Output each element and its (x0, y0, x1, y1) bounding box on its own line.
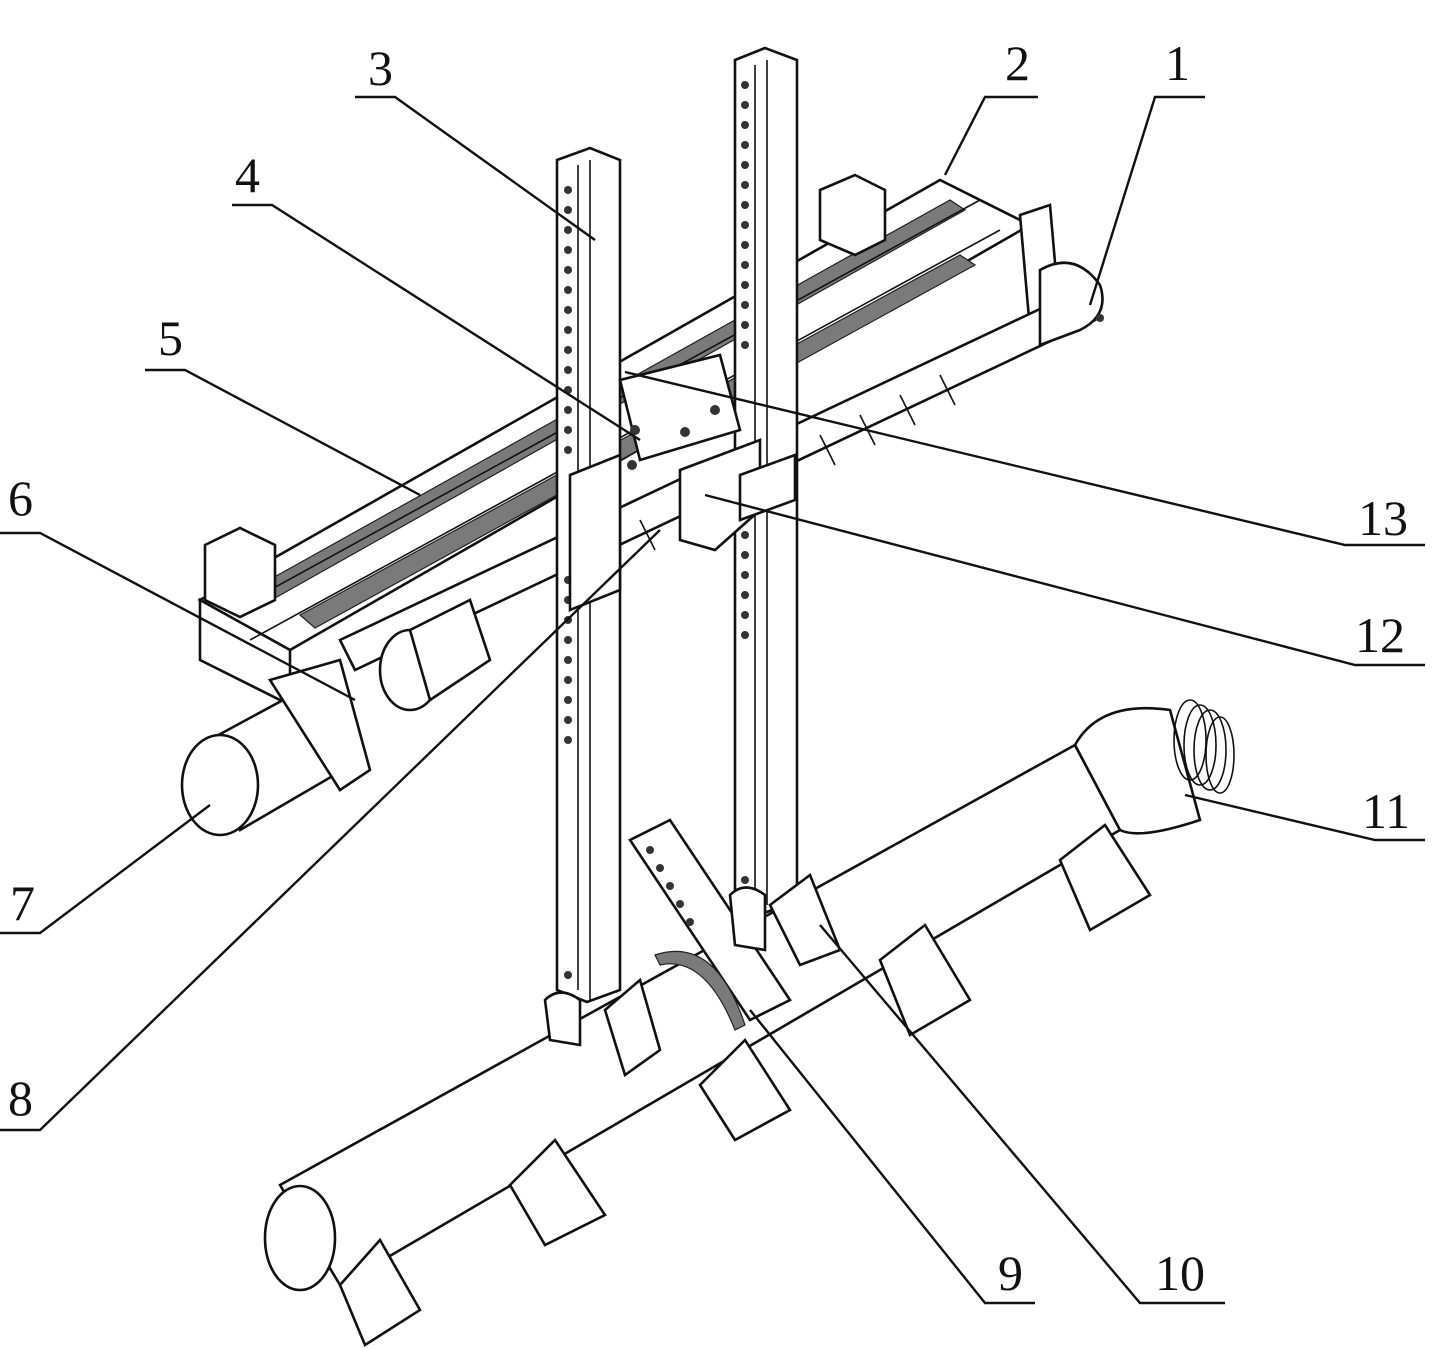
bearing-block (1038, 261, 1104, 347)
slider-plate (618, 353, 742, 470)
leader-12 (704, 493, 1425, 667)
leader-8 (0, 529, 661, 1132)
callout-1: 1 (1165, 35, 1190, 91)
horizontal-frame (197, 173, 1062, 708)
callout-8: 8 (8, 1070, 33, 1126)
callout-5: 5 (158, 310, 183, 366)
leader-6 (0, 531, 356, 702)
nut-block (568, 438, 797, 612)
roller-tube (263, 699, 1235, 1292)
callout-2: 2 (1005, 35, 1030, 91)
adjusting-arm (543, 818, 792, 1047)
leader-4 (232, 203, 641, 442)
leader-5 (145, 368, 421, 497)
leader-3 (355, 95, 596, 241)
callout-11: 11 (1362, 783, 1410, 839)
roller-paddles (338, 823, 1152, 1347)
motor (180, 598, 492, 837)
leader-10 (819, 924, 1225, 1305)
callout-9: 9 (998, 1245, 1023, 1301)
leader-1 (1088, 95, 1205, 306)
callout-4: 4 (235, 147, 260, 203)
leader-9 (749, 1009, 1035, 1305)
callout-12: 12 (1355, 607, 1405, 663)
callout-labels: 1 2 3 4 5 6 7 8 9 10 11 12 13 (8, 35, 1410, 1301)
leader-7 (0, 804, 211, 935)
callout-7: 7 (10, 875, 35, 931)
leader-lines (0, 95, 1425, 1305)
leader-11 (1184, 793, 1425, 842)
leader-2 (943, 95, 1038, 176)
callout-10: 10 (1155, 1245, 1205, 1301)
callout-3: 3 (368, 40, 393, 96)
callout-6: 6 (8, 470, 33, 526)
callout-13: 13 (1358, 490, 1408, 546)
leader-13 (624, 370, 1425, 547)
